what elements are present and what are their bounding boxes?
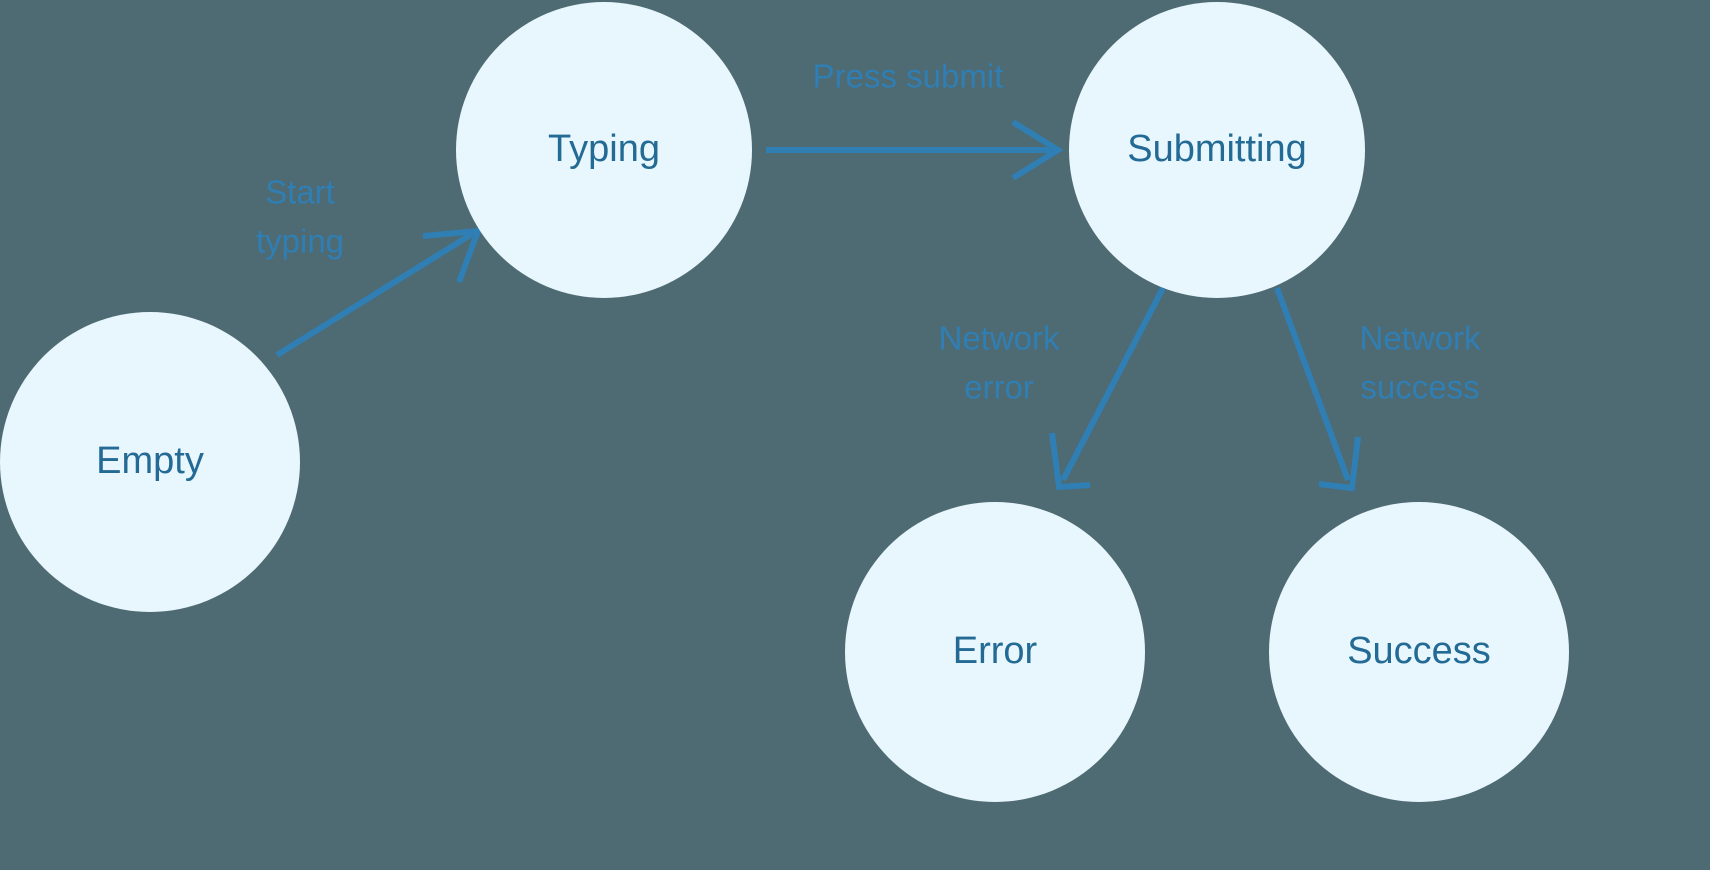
edge-label-network-error-line1: Network xyxy=(938,320,1060,357)
edge-submitting-to-error xyxy=(1049,286,1166,491)
edge-label-network-success: Network success xyxy=(1359,320,1481,406)
state-node-submitting-label: Submitting xyxy=(1127,128,1307,170)
edge-label-start-typing-line2: typing xyxy=(256,223,344,260)
state-node-submitting[interactable]: Submitting xyxy=(1069,2,1365,298)
edge-typing-to-submitting-arrowhead xyxy=(1011,119,1064,181)
state-node-error-circle[interactable] xyxy=(845,502,1145,802)
state-node-typing[interactable]: Typing xyxy=(456,2,752,298)
edge-submitting-to-error-arrowhead xyxy=(1049,432,1091,491)
state-node-typing-label: Typing xyxy=(548,128,660,170)
edge-label-network-error-line2: error xyxy=(964,369,1034,406)
edge-empty-to-typing-line xyxy=(275,231,474,358)
state-node-error[interactable]: Error xyxy=(845,502,1145,802)
edge-label-network-success-line1: Network xyxy=(1359,320,1481,357)
state-node-empty-label: Empty xyxy=(96,440,204,482)
edge-submitting-to-error-line xyxy=(1060,286,1166,482)
edge-label-start-typing: Start typing xyxy=(256,174,344,260)
edge-typing-to-submitting xyxy=(766,119,1064,181)
edge-empty-to-typing xyxy=(275,227,483,358)
edge-label-start-typing-line1: Start xyxy=(265,174,335,211)
edge-label-network-success-line2: success xyxy=(1360,369,1479,406)
state-node-error-label: Error xyxy=(953,630,1038,672)
edge-label-network-error: Network error xyxy=(938,320,1060,406)
state-node-typing-circle[interactable] xyxy=(456,2,752,298)
state-node-submitting-circle[interactable] xyxy=(1069,2,1365,298)
state-node-success-label: Success xyxy=(1347,630,1491,672)
edge-submitting-to-success-line xyxy=(1274,286,1351,482)
edge-label-press-submit: Press submit xyxy=(813,58,1004,95)
edge-submitting-to-success xyxy=(1274,286,1361,492)
state-node-empty[interactable]: Empty xyxy=(0,312,300,612)
state-node-success-circle[interactable] xyxy=(1269,502,1569,802)
state-node-empty-circle[interactable] xyxy=(0,312,300,612)
edge-empty-to-typing-arrowhead xyxy=(422,227,483,284)
edge-label-press-submit-line1: Press submit xyxy=(813,58,1004,95)
edge-submitting-to-success-arrowhead xyxy=(1318,436,1361,492)
state-node-success[interactable]: Success xyxy=(1269,502,1569,802)
